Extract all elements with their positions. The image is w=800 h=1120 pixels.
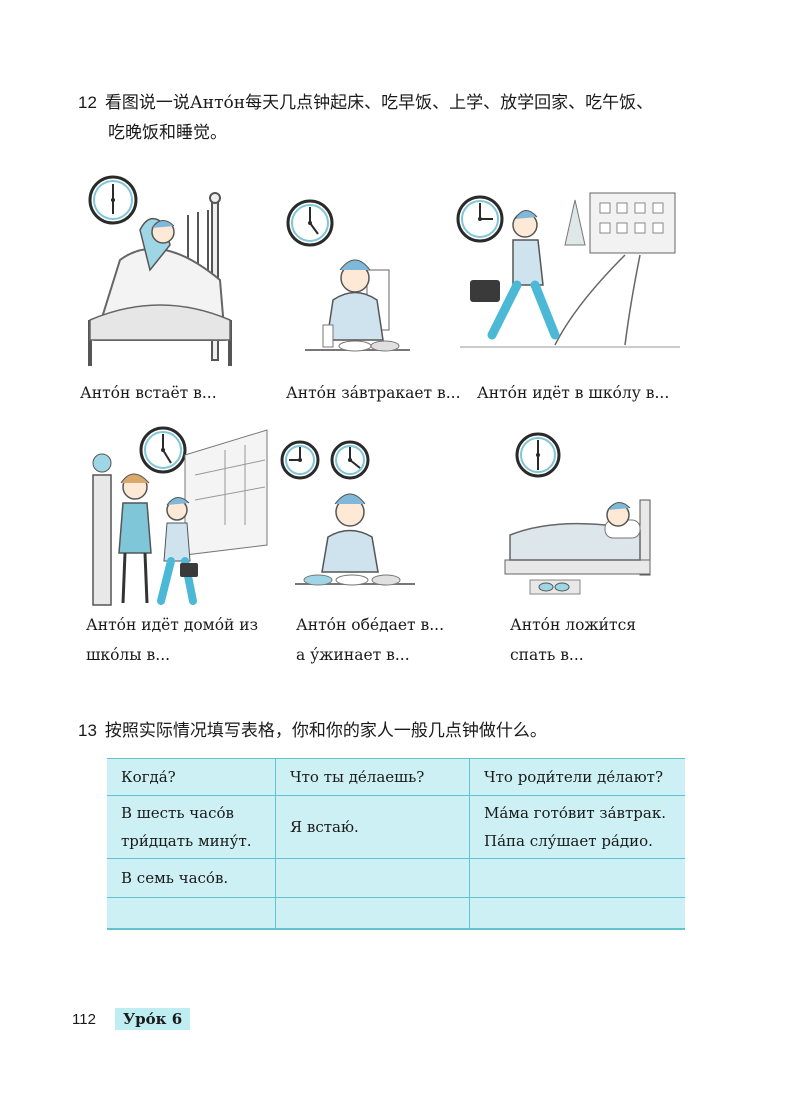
picture-boy-lunch-dinner xyxy=(280,440,415,586)
caption-goes-home: Анто́н идёт домо́й из шко́лы в... xyxy=(86,610,258,670)
cell-line: Я встаю́. xyxy=(290,818,359,836)
header-when: Когда́? xyxy=(107,758,276,796)
schedule-table: Когда́? Что ты де́лаешь? Что роди́тели д… xyxy=(107,758,685,930)
cell-line: Ма́ма гото́вит за́втрак. xyxy=(484,804,666,822)
table-cell[interactable]: В семь часо́в. xyxy=(107,858,276,898)
table-row: В семь часо́в. xyxy=(107,858,685,898)
clock-icon xyxy=(330,440,370,480)
caption-breakfast: Анто́н за́втракает в... xyxy=(286,378,461,408)
page-number: 112 xyxy=(72,1011,96,1028)
caption-line: а у́жинает в... xyxy=(296,646,410,664)
picture-boy-goes-home xyxy=(92,426,268,606)
caption-line: шко́лы в... xyxy=(86,646,171,664)
caption-lunch-dinner: Анто́н обе́дает в... а у́жинает в... xyxy=(296,610,444,670)
exercise-12-text: 看图说一说Анто́н每天几点钟起床、吃早饭、上学、放学回家、吃午饭、 xyxy=(104,93,654,113)
cell-line: Па́па слу́шает ра́дио. xyxy=(484,832,653,850)
caption-wakes-up: Анто́н встаёт в... xyxy=(80,378,217,408)
header-what-you-do: Что ты де́лаешь? xyxy=(275,758,470,796)
exercise-13-text: 按照实际情况填写表格，你和你的家人一般几点钟做什么。 xyxy=(104,721,547,741)
clock-icon xyxy=(139,426,187,474)
caption-line: спать в... xyxy=(510,646,584,664)
header-what-parents-do: Что роди́тели де́лают? xyxy=(469,758,685,796)
clock-icon xyxy=(286,199,334,247)
caption-line: Анто́н встаёт в... xyxy=(80,384,217,402)
exercise-13-title: 13 按照实际情况填写表格，你和你的家人一般几点钟做什么。 xyxy=(78,716,547,746)
table-cell[interactable]: Ма́ма гото́вит за́втрак. Па́па слу́шает … xyxy=(469,795,685,859)
table-cell[interactable] xyxy=(275,858,470,898)
table-header-row: Когда́? Что ты де́лаешь? Что роди́тели д… xyxy=(107,758,685,796)
table-cell[interactable] xyxy=(107,897,276,930)
table-cell[interactable] xyxy=(469,897,685,930)
caption-goes-to-bed: Анто́н ложи́тся спать в... xyxy=(510,610,636,670)
table-row xyxy=(107,897,685,930)
table-cell[interactable]: Я встаю́. xyxy=(275,795,470,859)
lesson-label: Уро́к 6 xyxy=(115,1008,191,1030)
caption-line: Анто́н обе́дает в... xyxy=(296,616,445,634)
exercise-12-title: 12 看图说一说Анто́н每天几点钟起床、吃早饭、上学、放学回家、吃午饭、 吃晚… xyxy=(78,88,653,148)
exercise-number: 12 xyxy=(78,93,97,112)
caption-line: Анто́н за́втракает в... xyxy=(286,384,461,402)
clock-icon xyxy=(280,440,320,480)
picture-boy-goes-to-bed xyxy=(504,432,651,595)
exercise-number: 13 xyxy=(78,721,97,740)
caption-line: Анто́н идёт в шко́лу в... xyxy=(477,384,670,402)
table-cell[interactable]: В шесть часо́в три́дцать мину́т. xyxy=(107,795,276,859)
cell-line: В шесть часо́в xyxy=(121,804,234,822)
picture-boy-breakfast xyxy=(286,199,410,352)
cell-line: В семь часо́в. xyxy=(121,869,229,887)
table-cell[interactable] xyxy=(469,858,685,898)
clock-icon xyxy=(515,432,561,478)
clock-icon xyxy=(456,195,504,243)
caption-goes-to-school: Анто́н идёт в шко́лу в... xyxy=(477,378,669,408)
exercise-12-line1: 12 看图说一说Анто́н每天几点钟起床、吃早饭、上学、放学回家、吃午饭、 xyxy=(78,88,653,118)
clock-icon xyxy=(88,175,138,225)
picture-boy-wakes-up xyxy=(88,175,232,366)
cell-line: три́дцать мину́т. xyxy=(121,832,252,850)
caption-line: Анто́н идёт домо́й из xyxy=(86,616,259,634)
exercise-12-line2: 吃晚饭和睡觉。 xyxy=(108,123,227,143)
table-row: В шесть часо́в три́дцать мину́т. Я встаю… xyxy=(107,795,685,859)
table-cell[interactable] xyxy=(275,897,470,930)
picture-boy-goes-to-school xyxy=(456,192,680,348)
caption-line: Анто́н ложи́тся xyxy=(510,616,637,634)
